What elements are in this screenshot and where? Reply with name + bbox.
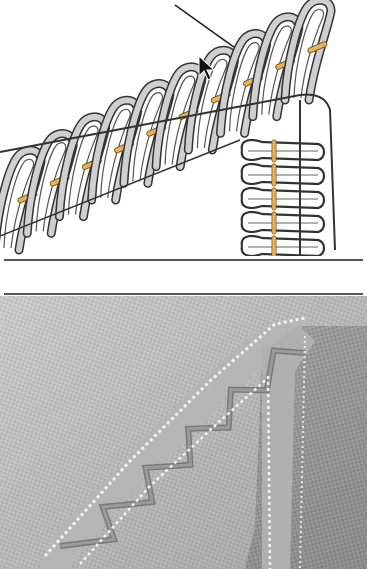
- overlock-stitch-diagram: [0, 0, 367, 256]
- divider-top: [4, 259, 363, 261]
- seam-photograph: [0, 296, 367, 569]
- vertical-stitch-loop: [242, 164, 324, 184]
- vertical-stitch-loop: [242, 188, 324, 208]
- overlock-seam-photo: [0, 296, 367, 569]
- stitch-illustration: [0, 0, 367, 256]
- vertical-stitch-loop: [242, 140, 324, 160]
- divider-bottom: [4, 293, 363, 295]
- vertical-stitch-loop: [242, 212, 324, 232]
- vertical-stitch-loop: [242, 236, 324, 256]
